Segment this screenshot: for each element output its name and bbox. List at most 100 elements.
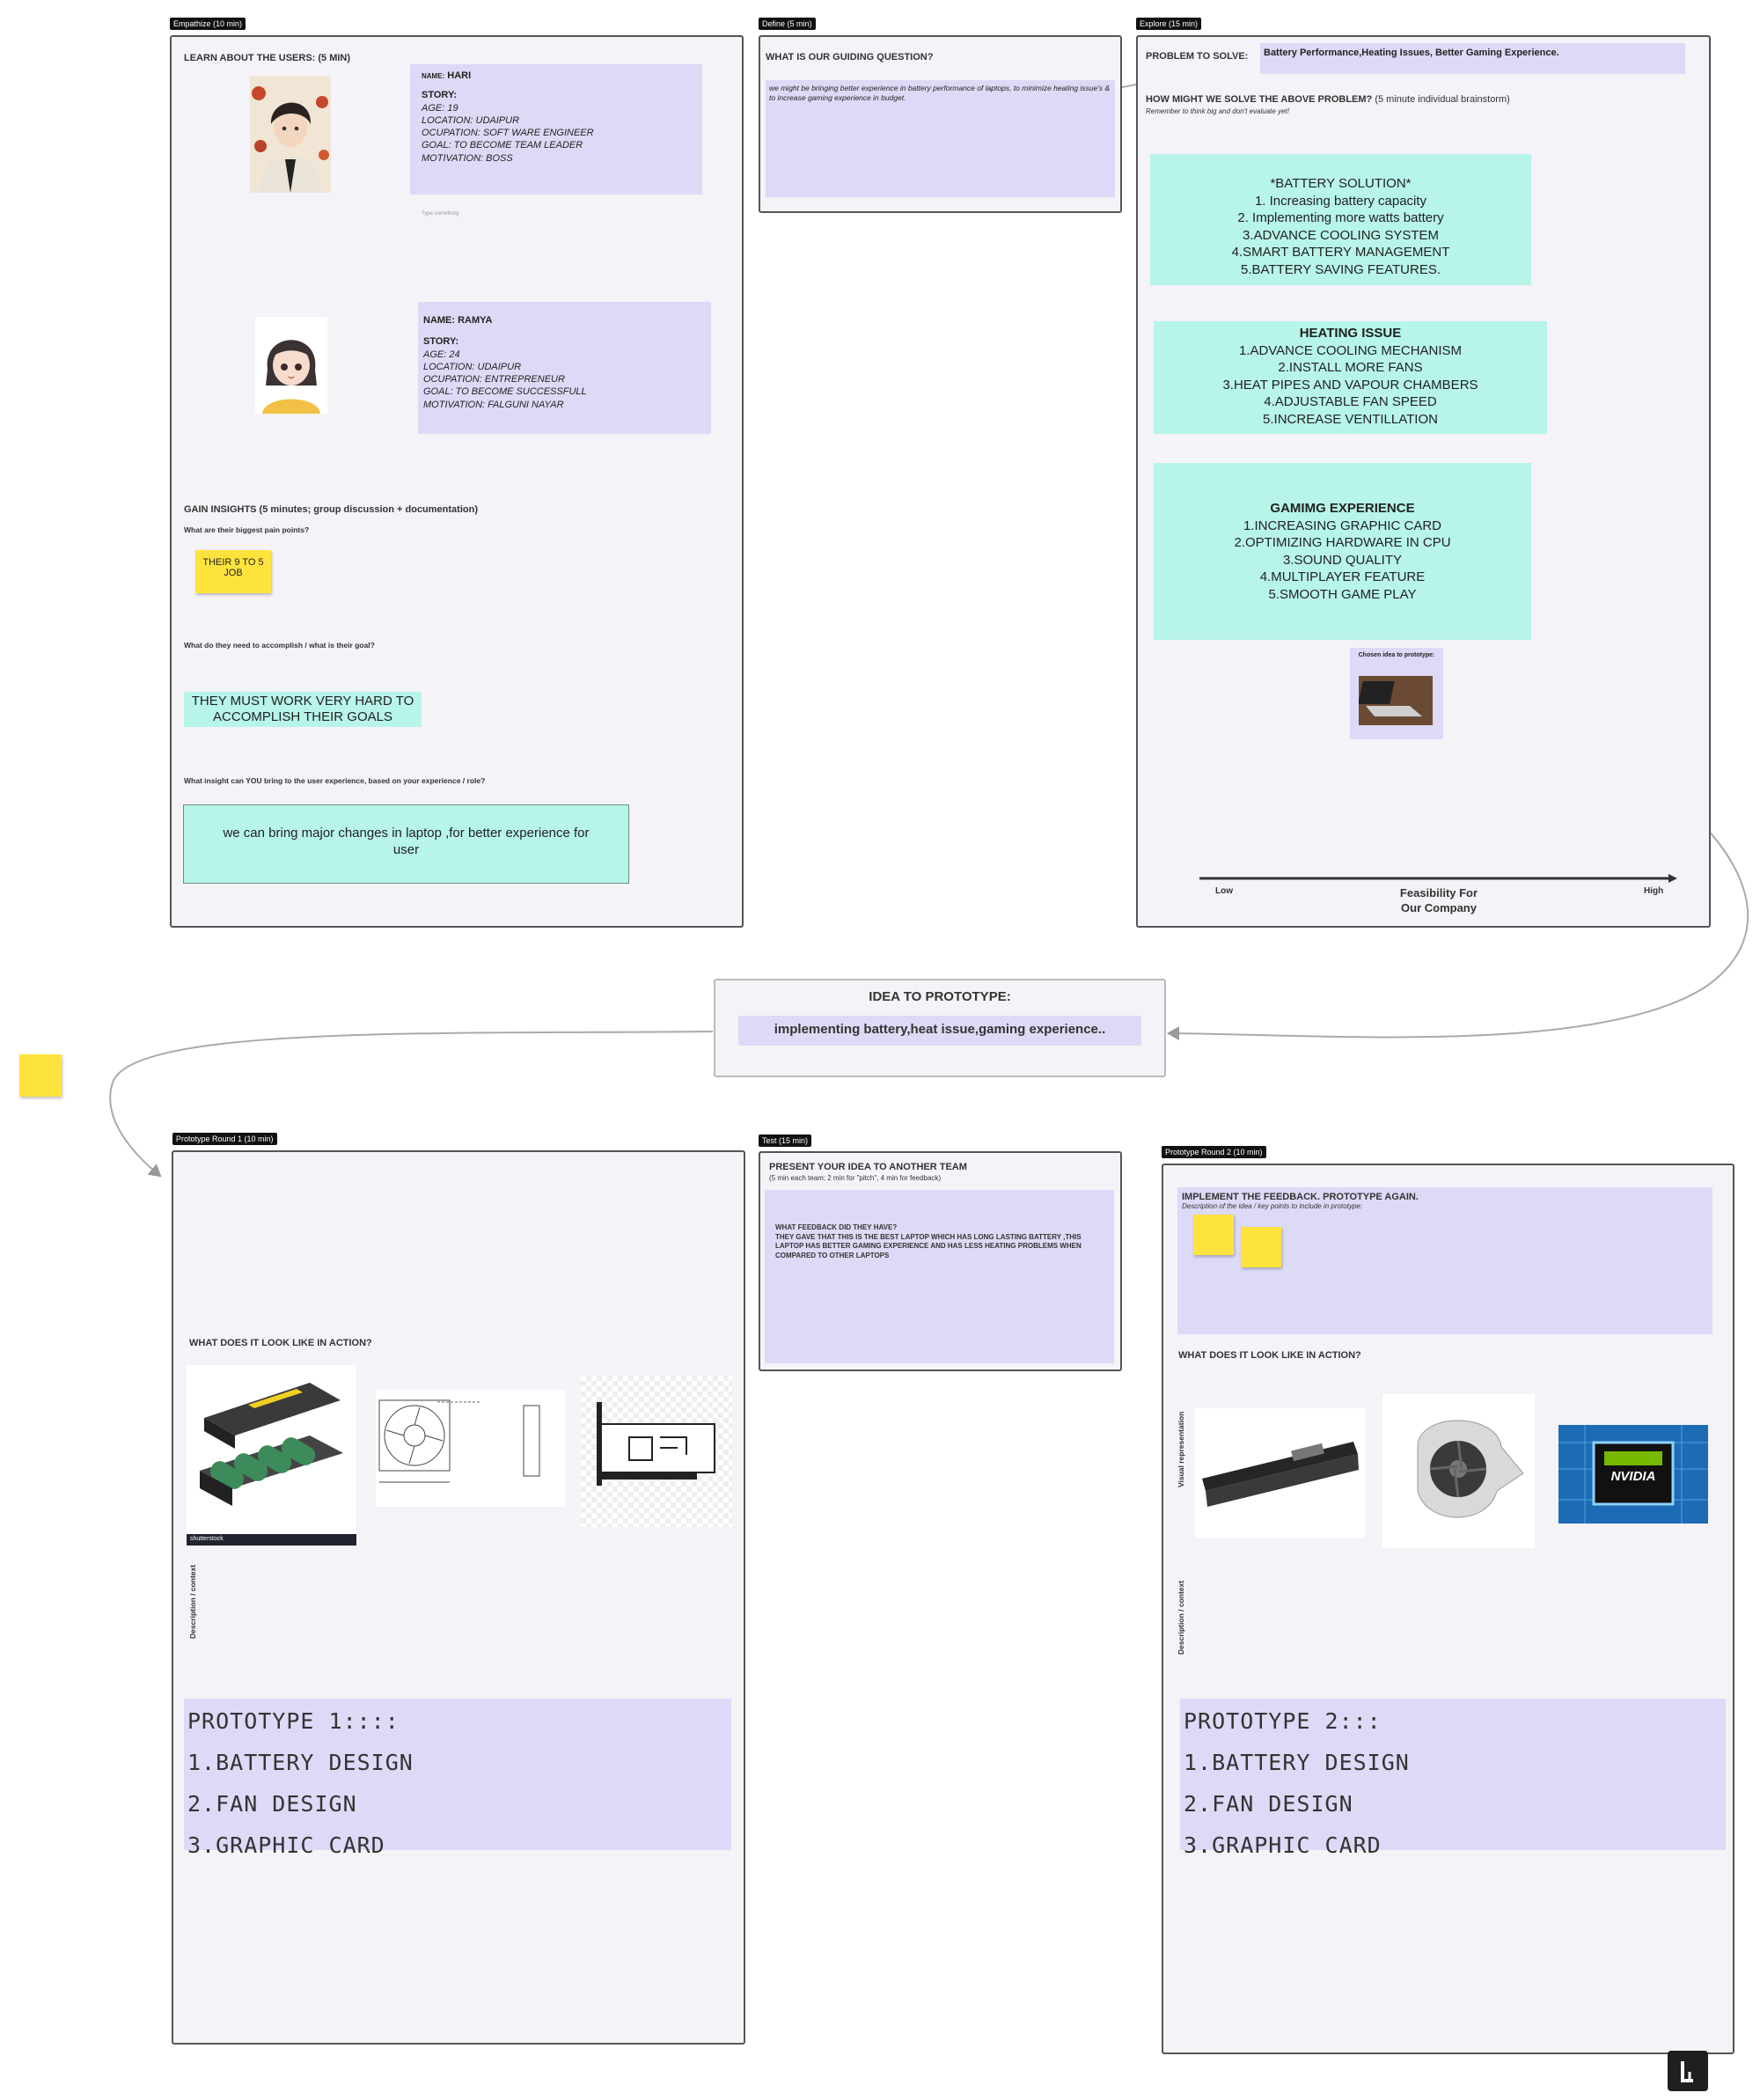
heating-item: 2.INSTALL MORE FANS — [1278, 360, 1423, 375]
nvidia-text: NVIDIA — [1610, 1469, 1656, 1484]
gaming-item: 3.SOUND QUALITY — [1282, 552, 1403, 568]
visual-representation-label: Visual representation — [1177, 1411, 1185, 1487]
hari-occupation: OCUPATION: SOFT WARE ENGINEER — [422, 128, 594, 139]
gaming-item: 4.MULTIPLAYER FEATURE — [1259, 569, 1426, 584]
loose-sticky[interactable] — [19, 1054, 62, 1097]
insights-heading: GAIN INSIGHTS (5 minutes; group discussi… — [184, 504, 478, 515]
ramya-location: LOCATION: UDAIPUR — [423, 361, 522, 372]
problem-text[interactable]: Battery Performance,Heating Issues, Bett… — [1260, 43, 1685, 74]
shutterstock-label: shutterstock — [187, 1534, 356, 1546]
proto2-line: PROTOTYPE 2::: — [1184, 1708, 1382, 1734]
proto2-sticky[interactable] — [1241, 1227, 1281, 1267]
proto1-desc-label: Description / context — [188, 1564, 197, 1639]
hari-story: STORY: — [422, 90, 458, 101]
ramya-motivation: MOTIVATION: FALGUNI NAYAR — [423, 399, 564, 410]
test-title: PRESENT YOUR IDEA TO ANOTHER TEAM — [769, 1162, 967, 1172]
proto1-line: PROTOTYPE 1:::: — [187, 1708, 400, 1734]
proto1-line: 2.FAN DESIGN — [187, 1791, 357, 1817]
battery-pack-image: shutterstock — [187, 1365, 356, 1546]
hari-age: AGE: 19 — [422, 102, 458, 114]
ramya-story: STORY: — [423, 336, 459, 348]
heating-title: HEATING ISSUE — [1299, 326, 1402, 341]
gaming-item: 2.OPTIMIZING HARDWARE IN CPU — [1234, 535, 1451, 550]
pain-sticky[interactable]: THEIR 9 TO 5 JOB — [195, 550, 271, 593]
gaming-title: GAMIMG EXPERIENCE — [1270, 501, 1415, 516]
battery-solution-card[interactable]: *BATTERY SOLUTION* 1. Increasing battery… — [1150, 154, 1531, 285]
goal-note[interactable]: THEY MUST WORK VERY HARD TO ACCOMPLISH T… — [184, 692, 422, 727]
connector-idea-proto1 — [109, 1031, 714, 1178]
hari-location: LOCATION: UDAIPUR — [422, 114, 520, 126]
proto1-frame — [172, 1150, 745, 2045]
heating-item: 5.INCREASE VENTILLATION — [1263, 411, 1438, 427]
proto2-sub: Description of the idea / key points to … — [1182, 1202, 1363, 1210]
proto1-tag: Prototype Round 1 (10 min) — [172, 1133, 277, 1145]
proto2-line: 3.GRAPHIC CARD — [1184, 1832, 1382, 1858]
guiding-question[interactable]: we might be bringing better experience i… — [766, 80, 1115, 197]
battery-item: 5.BATTERY SAVING FEATURES. — [1241, 261, 1441, 277]
goal-question: What do they need to accomplish / what i… — [184, 641, 375, 650]
heating-item: 3.HEAT PIPES AND VAPOUR CHAMBERS — [1222, 377, 1478, 393]
chosen-label: Chosen idea to prototype: — [1358, 652, 1435, 658]
hari-name-label: NAME: — [422, 72, 445, 80]
ramya-name: NAME: RAMYA — [423, 315, 493, 326]
axis-high: High — [1644, 886, 1664, 896]
proto2-summary[interactable]: PROTOTYPE 2::: 1.BATTERY DESIGN 2.FAN DE… — [1180, 1699, 1726, 1858]
proto1-action: WHAT DOES IT LOOK LIKE IN ACTION? — [189, 1338, 372, 1348]
gaming-item: 5.SMOOTH GAME PLAY — [1268, 586, 1417, 602]
proto2-line: 1.BATTERY DESIGN — [1184, 1750, 1410, 1775]
proto2-action: WHAT DOES IT LOOK LIKE IN ACTION? — [1178, 1350, 1361, 1361]
proto2-tag: Prototype Round 2 (10 min) — [1162, 1146, 1266, 1158]
chosen-idea-card[interactable]: Chosen idea to prototype: — [1350, 648, 1443, 739]
pain-question: What are their biggest pain points? — [184, 525, 310, 534]
hari-card: NAME: HARI STORY: AGE: 19 LOCATION: UDAI… — [410, 64, 702, 195]
battery-title: *BATTERY SOLUTION* — [1270, 176, 1412, 191]
ramya-age: AGE: 24 — [423, 349, 460, 360]
insight-note[interactable]: we can bring major changes in laptop ,fo… — [183, 804, 629, 884]
proto2-sticky[interactable] — [1193, 1215, 1234, 1255]
insight-question: What insight can YOU bring to the user e… — [184, 776, 486, 785]
define-tag: Define (5 min) — [759, 18, 816, 30]
hari-goal: GOAL: TO BECOME TEAM LEADER — [422, 140, 583, 151]
app-logo-icon[interactable] — [1668, 2051, 1708, 2091]
proto1-line: 3.GRAPHIC CARD — [187, 1832, 385, 1858]
fan-drawing-image — [376, 1390, 565, 1507]
battery-item: 4.SMART BATTERY MANAGEMENT — [1231, 245, 1450, 260]
heating-issue-card[interactable]: HEATING ISSUE 1.ADVANCE COOLING MECHANIS… — [1154, 321, 1547, 434]
battery-item: 2. Implementing more watts battery — [1237, 210, 1444, 225]
hari-name: HARI — [447, 70, 472, 81]
problem-label: PROBLEM TO SOLVE: — [1146, 51, 1249, 62]
nvidia-logo — [1604, 1451, 1662, 1465]
axis-label: Feasibility For Our Company — [1399, 886, 1478, 914]
battery-photo — [1195, 1408, 1365, 1538]
proto1-line: 1.BATTERY DESIGN — [187, 1750, 414, 1775]
type-hint[interactable]: Type something — [422, 211, 459, 217]
test-sub: (5 min each team; 2 min for "pitch", 4 m… — [769, 1174, 942, 1182]
battery-item: 3.ADVANCE COOLING SYSTEM — [1242, 227, 1440, 243]
ramya-goal: GOAL: TO BECOME SUCCESSFULL — [423, 386, 587, 398]
feedback-answer: THEY GAVE THAT THIS IS THE BEST LAPTOP W… — [775, 1232, 1082, 1259]
feedback-question: WHAT FEEDBACK DID THEY HAVE? — [775, 1223, 898, 1231]
ramya-card: NAME: RAMYA STORY: AGE: 24 LOCATION: UDA… — [418, 302, 711, 434]
how-sub: (5 minute individual brainstorm) — [1375, 94, 1510, 105]
explore-tag: Explore (15 min) — [1136, 18, 1202, 30]
idea-text[interactable]: implementing battery,heat issue,gaming e… — [738, 1016, 1141, 1046]
proto2-line: 2.FAN DESIGN — [1184, 1791, 1353, 1817]
proto2-desc-label: Description / context — [1177, 1580, 1185, 1655]
learn-heading: LEARN ABOUT THE USERS: (5 MIN) — [184, 53, 351, 63]
remember-note: Remember to think big and don't evaluate… — [1146, 107, 1289, 115]
hari-avatar — [250, 76, 331, 193]
ramya-occupation: OCUPATION: ENTREPRENEUR — [423, 374, 565, 385]
ramya-avatar — [255, 317, 327, 414]
idea-title: IDEA TO PROTOTYPE: — [869, 989, 1011, 1004]
feedback-card[interactable]: WHAT FEEDBACK DID THEY HAVE? THEY GAVE T… — [765, 1190, 1114, 1363]
heating-item: 1.ADVANCE COOLING MECHANISM — [1238, 342, 1463, 358]
laptop-image — [1359, 676, 1433, 725]
heating-item: 4.ADJUSTABLE FAN SPEED — [1264, 394, 1437, 409]
nvidia-chip-photo: NVIDIA — [1558, 1425, 1708, 1524]
proto1-summary[interactable]: PROTOTYPE 1:::: 1.BATTERY DESIGN 2.FAN D… — [184, 1699, 731, 1858]
fan-photo — [1382, 1394, 1535, 1548]
gaming-item: 1.INCREASING GRAPHIC CARD — [1243, 518, 1442, 533]
graphic-card-drawing-image — [581, 1376, 732, 1527]
battery-item: 1. Increasing battery capacity — [1254, 193, 1427, 209]
gaming-experience-card[interactable]: GAMIMG EXPERIENCE 1.INCREASING GRAPHIC C… — [1154, 463, 1531, 640]
